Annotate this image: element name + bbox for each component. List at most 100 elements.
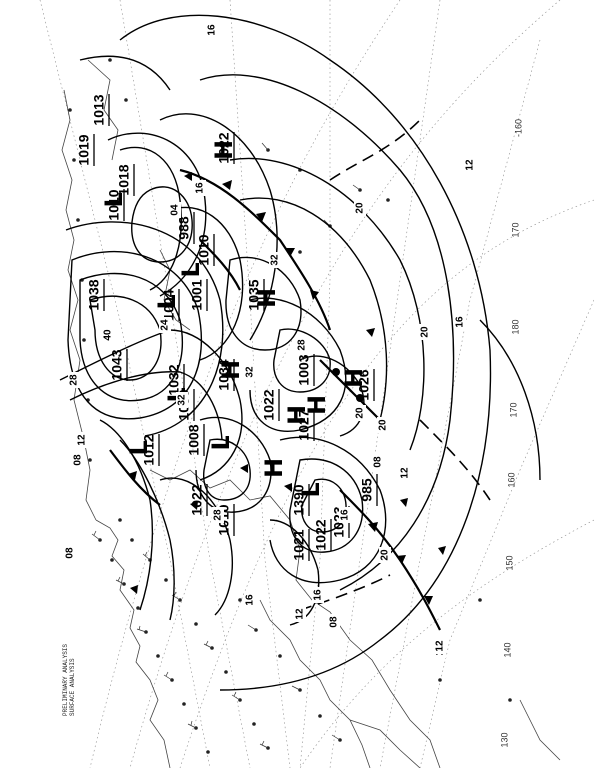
isobar-label-halo — [169, 202, 181, 218]
high-pressure-center: H — [210, 140, 238, 160]
cold-front — [109, 449, 161, 506]
isobar-label: 12 — [77, 434, 88, 446]
isobar-label: 12 — [435, 640, 446, 652]
isobar-label-halo — [159, 317, 171, 333]
isobar-label: 16 — [245, 594, 256, 606]
isobar-label: 40 — [103, 329, 114, 341]
longitude-label: 180 — [510, 319, 520, 334]
pressure-label: 1018 — [116, 164, 132, 195]
pressure-label: 1043 — [109, 349, 125, 380]
isobar-label-halo — [379, 547, 391, 563]
isobar-label: 28 — [297, 339, 308, 351]
isobar-label-halo — [434, 638, 446, 654]
pressure-label: 1010 — [196, 234, 212, 265]
pressure-label: 1026 — [356, 369, 372, 400]
isobar-label: 32 — [177, 394, 188, 406]
isobar-label: 28 — [69, 374, 80, 386]
pressure-label: 1012 — [141, 434, 157, 465]
pressure-label: 1390 — [291, 484, 307, 515]
isobar-label-halo — [464, 157, 476, 173]
isobar-label: 16 — [455, 316, 466, 328]
isobar-label: 16 — [195, 182, 206, 194]
isobar-label: 20 — [355, 202, 366, 214]
isobar-label-halo — [377, 417, 389, 433]
isobar-label: 04 — [170, 204, 181, 216]
isobar-label-halo — [328, 614, 340, 630]
graticule — [39, 0, 594, 768]
isobar-label: 08 — [65, 547, 76, 559]
isobar-label: 24 — [160, 319, 171, 331]
high-pressure-center: H — [260, 458, 288, 478]
pressure-label: 988 — [176, 216, 192, 240]
pressure-label: 1022 — [216, 132, 232, 163]
isobar-label-halo — [454, 314, 466, 330]
isobar-label-halo — [419, 324, 431, 340]
pressure-label: 1013 — [91, 94, 107, 125]
isobar-label-halo — [244, 364, 256, 380]
isobar-label-halo — [354, 200, 366, 216]
isobar-label-halo — [294, 606, 306, 622]
low-pressure-center: L — [125, 440, 153, 455]
isobar-label-halo — [206, 22, 218, 38]
isobar-label: 16 — [340, 509, 351, 521]
map-caption: PRELIMINARY ANALYSIS SURFACE ANALYSIS — [62, 598, 162, 718]
longitude-label: 150 — [504, 555, 514, 570]
longitude-label: 170 — [508, 402, 518, 417]
isobar-label: 12 — [295, 608, 306, 620]
isobar-label: 20 — [378, 419, 389, 431]
low-pressure-center: L — [207, 435, 235, 450]
isobar-label-halo — [64, 545, 76, 561]
pressure-label: 1038 — [86, 279, 102, 310]
longitude-label: 140 — [502, 642, 512, 657]
longitude-label: 130 — [499, 732, 509, 747]
isobar-label-halo — [68, 372, 80, 388]
pressure-label: 1004 — [161, 289, 177, 320]
pressure-label: 1035 — [246, 279, 262, 310]
isobar-label: 12 — [400, 467, 411, 479]
isobar-label: 08 — [329, 616, 340, 628]
pressure-label: 1022 — [189, 484, 205, 515]
pressure-label: 1022 — [261, 389, 277, 420]
isobar-label-halo — [296, 337, 308, 353]
pressure-label: 1032 — [166, 364, 182, 395]
low-pressure-center: L — [153, 294, 181, 309]
isobar-label-halo — [212, 507, 224, 523]
isobar-label: 08 — [373, 456, 384, 468]
high-pressure-center: H — [303, 395, 331, 415]
isobar-labels: 1612162020201216283224324028120804162012… — [64, 22, 476, 658]
high-pressure-center: H — [253, 288, 281, 308]
isobars — [59, 14, 541, 691]
isobar-label: 28 — [213, 509, 224, 521]
occluded-front — [199, 239, 241, 291]
warm-front — [319, 359, 381, 421]
isobar-label: 16 — [207, 24, 218, 36]
longitude-label: 170 — [510, 222, 520, 237]
caption-text: PRELIMINARY ANALYSIS SURFACE ANALYSIS — [62, 643, 76, 716]
pressure-centers: HHHHHHHLLLLLLL — [100, 140, 368, 498]
pressure-label: 1010 — [106, 189, 122, 220]
pressure-label: 1008 — [186, 424, 202, 455]
isobar-label-halo — [399, 465, 411, 481]
pressure-label: 1022 — [313, 519, 329, 550]
isobar-label: 12 — [465, 159, 476, 171]
isobar-label-halo — [194, 180, 206, 196]
pressure-label: 1003 — [296, 354, 312, 385]
pressure-label: 1027 — [296, 409, 312, 440]
pressure-label: 1019 — [76, 134, 92, 165]
isobar-label: 32 — [245, 366, 256, 378]
front-symbols — [128, 172, 446, 605]
isobar-label-halo — [372, 454, 384, 470]
fronts — [109, 168, 441, 631]
high-pressure-center: H — [283, 405, 311, 425]
cold-front — [179, 168, 332, 331]
low-pressure-center: L — [100, 192, 128, 207]
longitude-label: 160 — [506, 472, 516, 487]
pressure-label: 1001 — [189, 279, 205, 310]
isobar-label: 16 — [313, 589, 324, 601]
isobar-label-halo — [339, 507, 351, 523]
isobar-label-halo — [76, 432, 88, 448]
low-pressure-center: L — [177, 262, 205, 277]
pressure-label: 1021 — [291, 529, 307, 560]
